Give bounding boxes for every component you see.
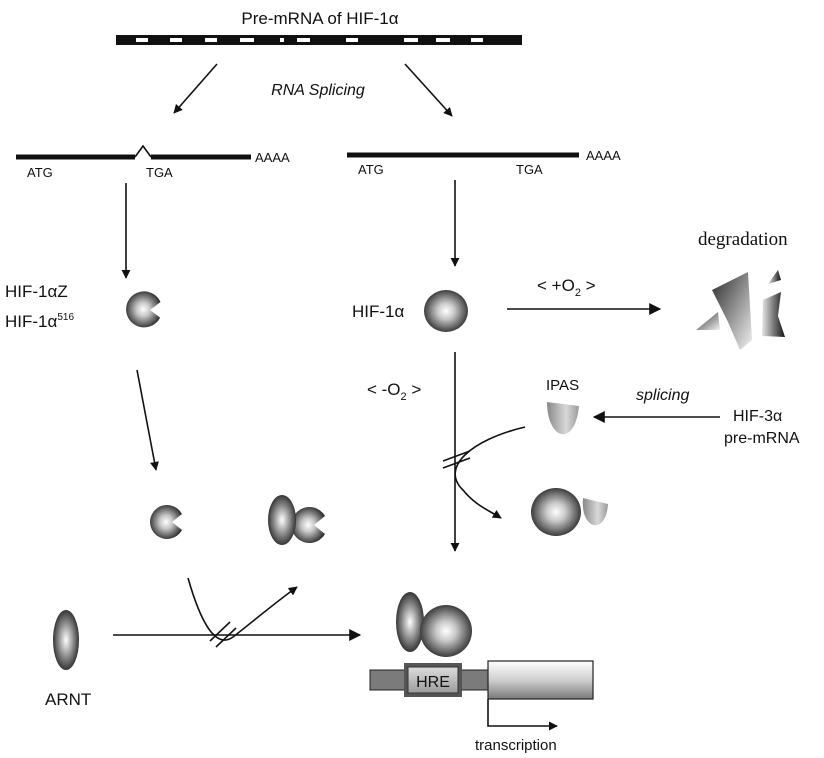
hif1a516-base: HIF-1α [5, 312, 58, 331]
hif1a-ipas-complex [531, 488, 608, 536]
oxygen-plus-label: < +O2 > [537, 276, 596, 299]
arnt-variant-complex [268, 495, 325, 545]
hif1a-protein [424, 290, 468, 332]
left-atg-label: ATG [27, 165, 53, 180]
premrna-title: Pre-mRNA of HIF-1α [241, 9, 398, 28]
degradation-fragments [696, 270, 785, 350]
hif1a-arnt-complex [396, 592, 472, 657]
hif3a-premrna-label: pre-mRNA [724, 430, 800, 447]
splice-arrow-left [173, 63, 218, 114]
variant-binding-arrow [187, 577, 298, 641]
left-transcript [16, 144, 251, 160]
truncated-hif1a-protein-2 [150, 505, 182, 539]
target-gene-box [487, 660, 594, 700]
truncated-hif1a-protein [126, 291, 161, 328]
right-tga-label: TGA [516, 162, 543, 177]
oxygen-minus-label: < -O2 > [367, 380, 421, 403]
transcription-label: transcription [475, 737, 557, 754]
right-atg-label: ATG [358, 162, 384, 177]
degradation-label: degradation [698, 229, 788, 250]
block-mark-ipas [442, 450, 471, 469]
left-tga-label: TGA [146, 165, 173, 180]
hif3a-label: HIF-3α [733, 408, 782, 425]
variant-arrow [136, 369, 159, 471]
ipas-protein [547, 402, 579, 435]
hre-box [407, 666, 459, 694]
arnt-protein [53, 610, 79, 670]
hif1a516-label: HIF-1α516 [5, 312, 74, 331]
left-polya-label: AAAA [255, 150, 290, 165]
hre-label: HRE [416, 674, 450, 691]
premrna-bar [116, 35, 522, 45]
block-mark-arnt [209, 621, 237, 648]
splice-arrow-right [404, 63, 453, 117]
right-polya-label: AAAA [586, 148, 621, 163]
splicing-small-label: splicing [636, 387, 689, 404]
hif1a516-sup: 516 [57, 312, 74, 323]
ipas-label: IPAS [546, 377, 579, 394]
hif1a-label: HIF-1α [352, 302, 405, 321]
rna-splicing-label: RNA Splicing [271, 82, 365, 99]
arnt-label: ARNT [45, 690, 91, 709]
transcription-arrow [487, 699, 558, 731]
hif1az-label: HIF-1αZ [5, 282, 68, 301]
ipas-binding-arrow [454, 426, 526, 519]
